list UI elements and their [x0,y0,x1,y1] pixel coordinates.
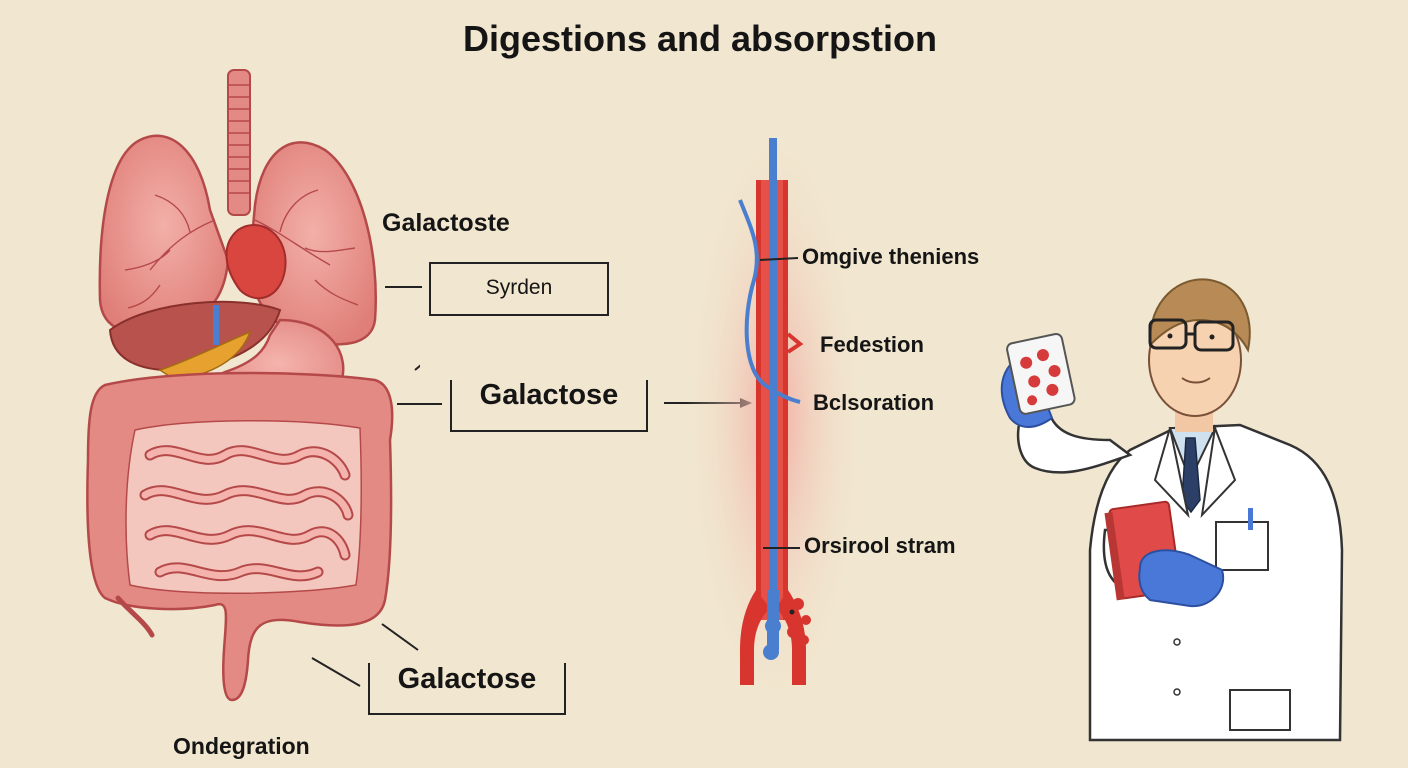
box-middle: Galactose [450,379,648,432]
vessel-label-3: Bclsoration [813,390,935,415]
digestive-system-illustration [86,69,420,702]
glove-right [1138,549,1225,608]
box-middle-label: Galactose [479,379,619,411]
blood-vessel-illustration [685,120,865,720]
glasses-icon [1148,318,1235,352]
trachea [227,69,251,216]
vessel-label-4: Orsirool stram [804,533,956,558]
hair [1148,278,1251,353]
vessel-label-1: Omgive theniens [802,244,980,269]
vessel-label-2: Fedestion [820,332,924,357]
diagram-title: Digestions and absorpstion [462,18,938,59]
scientist-illustration [1000,278,1344,742]
label-ondegration: Ondegration [173,733,310,759]
box-bottom-label: Galactose [397,663,537,695]
sample-vial-icon [1006,332,1076,415]
heart [225,224,287,300]
vein [769,138,777,608]
box-bottom: Galactose [368,663,566,715]
box-top: Syrden [429,262,609,316]
box-top-label: Syrden [485,276,553,299]
label-galactoste: Galactoste [382,209,510,237]
